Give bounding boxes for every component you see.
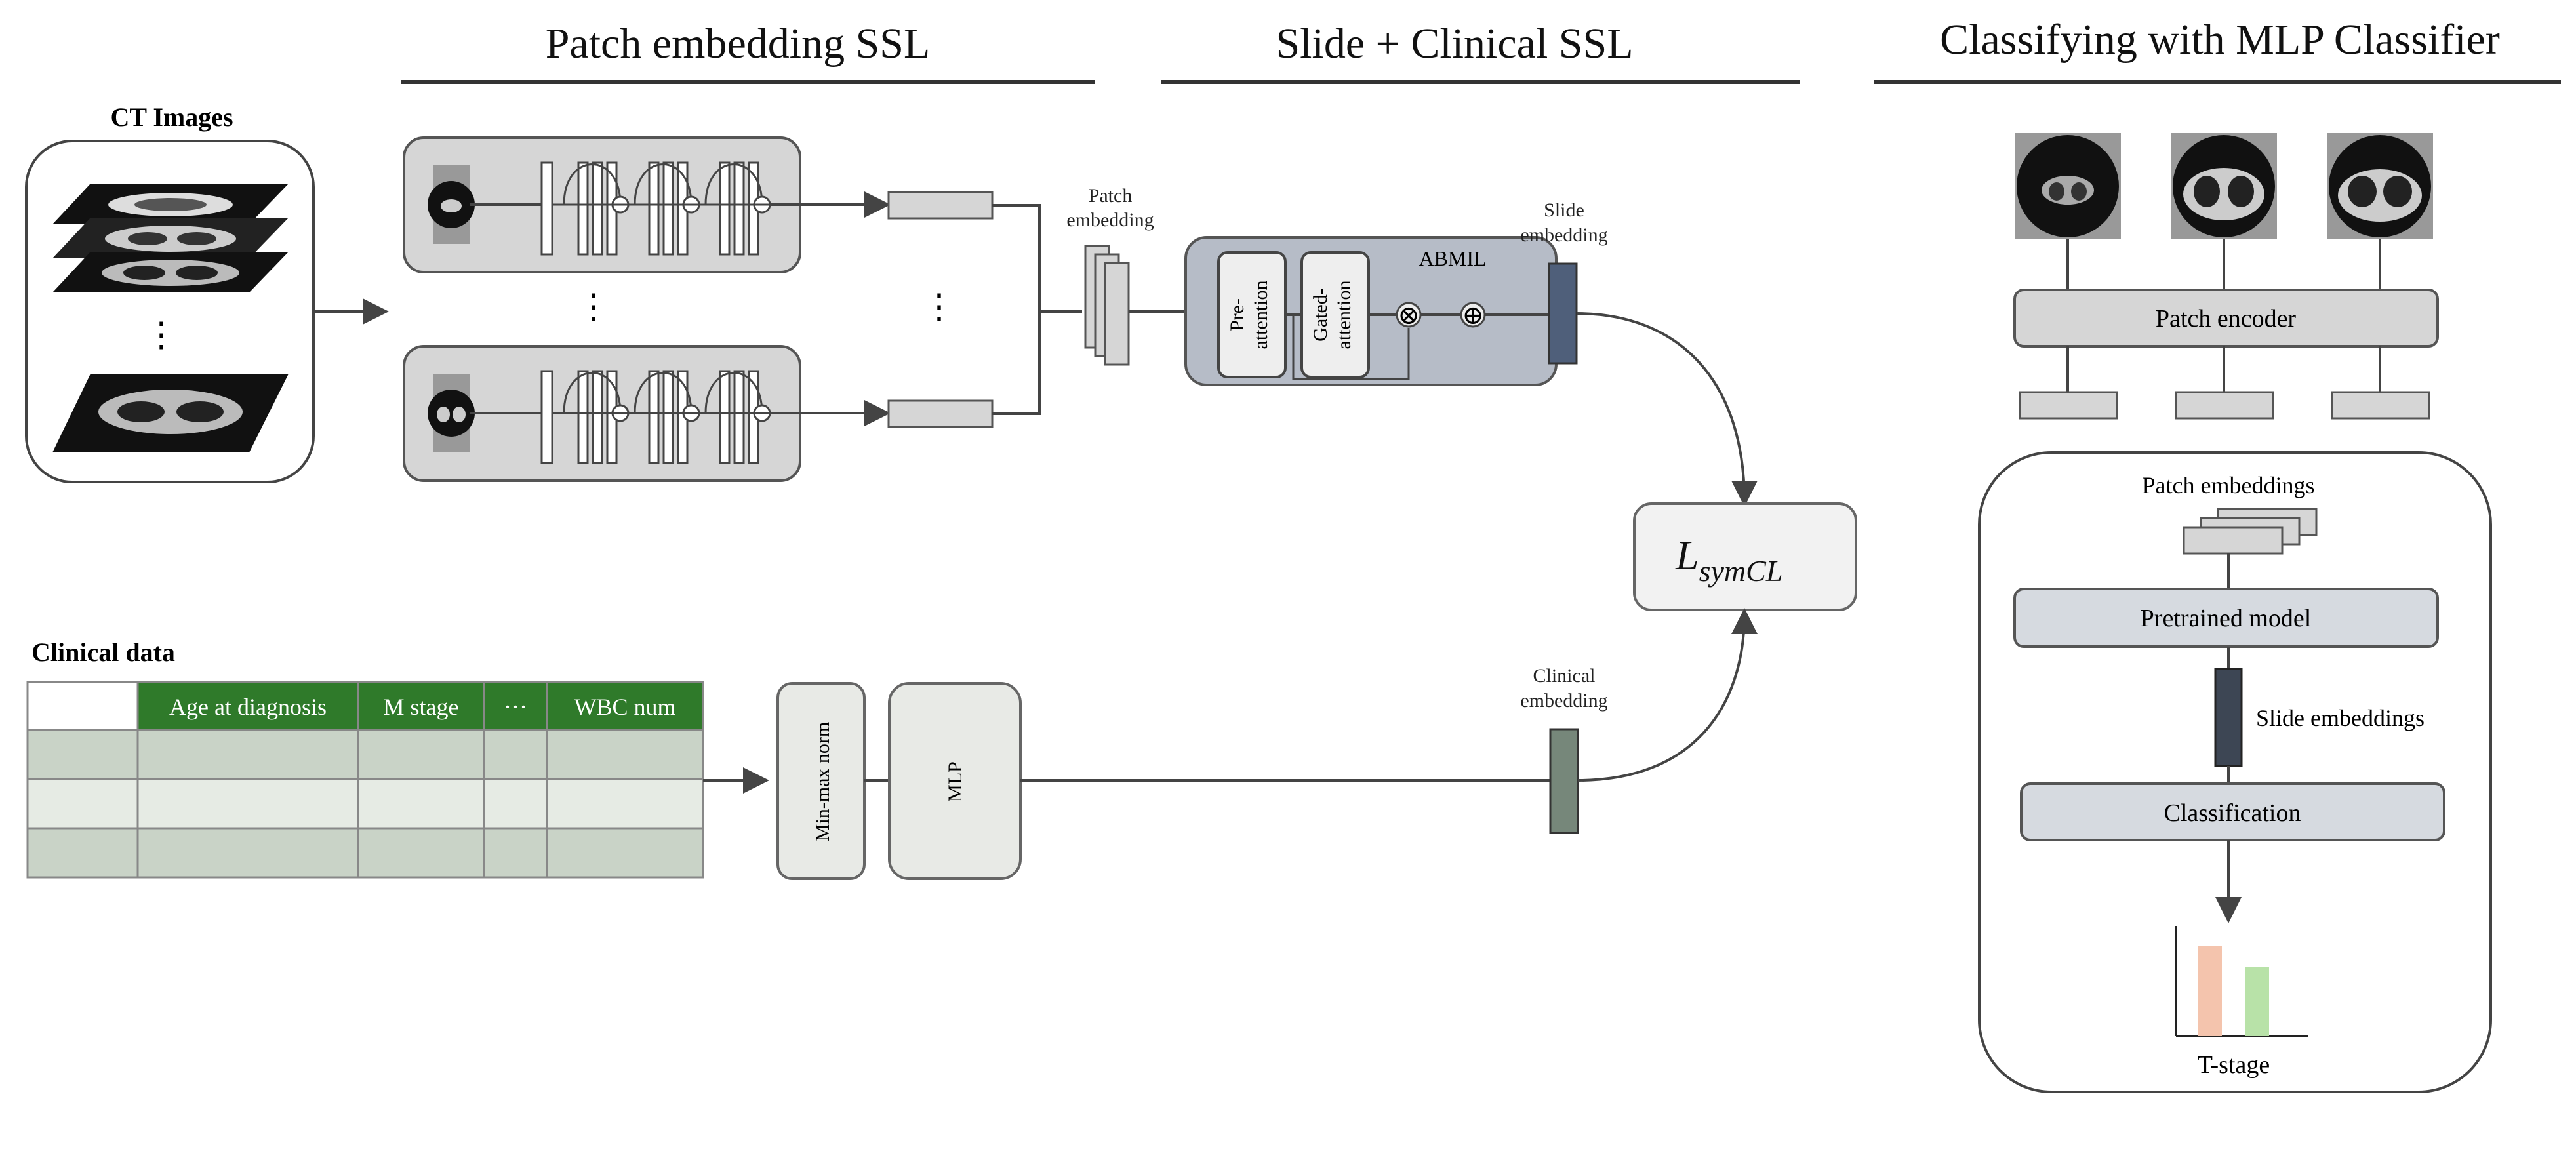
gated-attention-label: Gated-	[1310, 288, 1331, 342]
slide-embedding-label: embedding	[1520, 224, 1607, 246]
arrow-clinical-to-loss	[1577, 608, 1758, 782]
connector-patch-merge	[992, 204, 1041, 415]
table-header-cell: ···	[504, 694, 527, 720]
table-header-cell: Age at diagnosis	[169, 694, 327, 720]
patch-embedding-label: Patch	[1089, 185, 1133, 207]
patch-embedding-stack	[1084, 245, 1130, 366]
ct-images-title: CT Images	[110, 102, 233, 132]
ct-ellipsis: ⋮	[144, 317, 178, 354]
section-title-classifying: Classifying with MLP Classifier	[1940, 16, 2500, 64]
pre-attention-label: Pre-	[1226, 298, 1248, 331]
clinical-embedding-label: Clinical	[1533, 665, 1596, 687]
mlp-label: MLP	[944, 761, 966, 802]
patch-encoder-bottom	[403, 345, 891, 482]
slide-embeddings-bar	[2214, 668, 2243, 767]
classification-label: Classification	[2164, 799, 2301, 827]
patch-encoder-box	[2013, 289, 2439, 348]
ct-thumbnail	[2327, 133, 2433, 239]
min-max-norm-label: Min-max norm	[812, 722, 834, 841]
table-header-cell: M stage	[384, 694, 459, 720]
loss-symbol: LsymCL	[1675, 532, 1782, 588]
multiply-symbol: ⊗	[1398, 300, 1420, 330]
abmil-skip	[1292, 315, 1410, 380]
clinical-data-title: Clinical data	[31, 637, 175, 667]
table-header-cell: WBC num	[574, 694, 675, 720]
gated-attention-label: attention	[1333, 281, 1355, 350]
patch-embeddings-label: Patch embeddings	[2143, 472, 2315, 498]
ct-thumbnail	[2171, 133, 2277, 239]
clinical-table: Age at diagnosis M stage ··· WBC num	[26, 681, 704, 879]
patch-embedding-top	[887, 191, 994, 220]
classification-box	[2020, 782, 2445, 841]
table-row	[26, 778, 704, 830]
slide-embeddings-label: Slide embeddings	[2256, 705, 2425, 731]
patch-encoder-top	[403, 136, 891, 273]
patch-ellipsis-right: ⋮	[922, 289, 956, 326]
t-stage-chart	[2175, 926, 2308, 1037]
patch-embedding-output	[2175, 391, 2274, 420]
slide-embedding-bar	[1548, 262, 1578, 365]
table-row	[26, 827, 704, 879]
ct-slice-bottom	[52, 374, 289, 452]
slide-embedding-label: Slide	[1544, 199, 1584, 221]
section-title-patch-ssl: Patch embedding SSL	[546, 20, 931, 68]
t-stage-label: T-stage	[2198, 1051, 2270, 1079]
arrow-slide-to-loss	[1576, 312, 1758, 507]
clinical-embedding-label: embedding	[1520, 690, 1607, 712]
clinical-embedding-bar	[1549, 728, 1579, 834]
pre-attention-label: attention	[1250, 281, 1272, 350]
ct-thumbnail	[2015, 133, 2121, 239]
patch-embedding-output	[2331, 391, 2430, 420]
pretrained-model-label: Pretrained model	[2141, 605, 2312, 632]
table-row	[26, 729, 704, 780]
bar-orange	[2198, 946, 2222, 1036]
ct-slice-stack	[52, 184, 289, 292]
patch-embeddings-stack	[2183, 508, 2318, 555]
abmil-title: ABMIL	[1419, 247, 1486, 270]
section-title-slide-clinical: Slide + Clinical SSL	[1276, 20, 1633, 68]
bar-green	[2245, 967, 2269, 1036]
patch-ellipsis-mid: ⋮	[576, 289, 611, 326]
patch-encoder-label: Patch encoder	[2156, 305, 2297, 332]
patch-embedding-bottom	[887, 399, 994, 428]
patch-embedding-output	[2019, 391, 2118, 420]
add-symbol: ⊕	[1462, 300, 1484, 330]
patch-embedding-label: embedding	[1066, 209, 1154, 231]
pretrained-model-box	[2013, 588, 2439, 648]
